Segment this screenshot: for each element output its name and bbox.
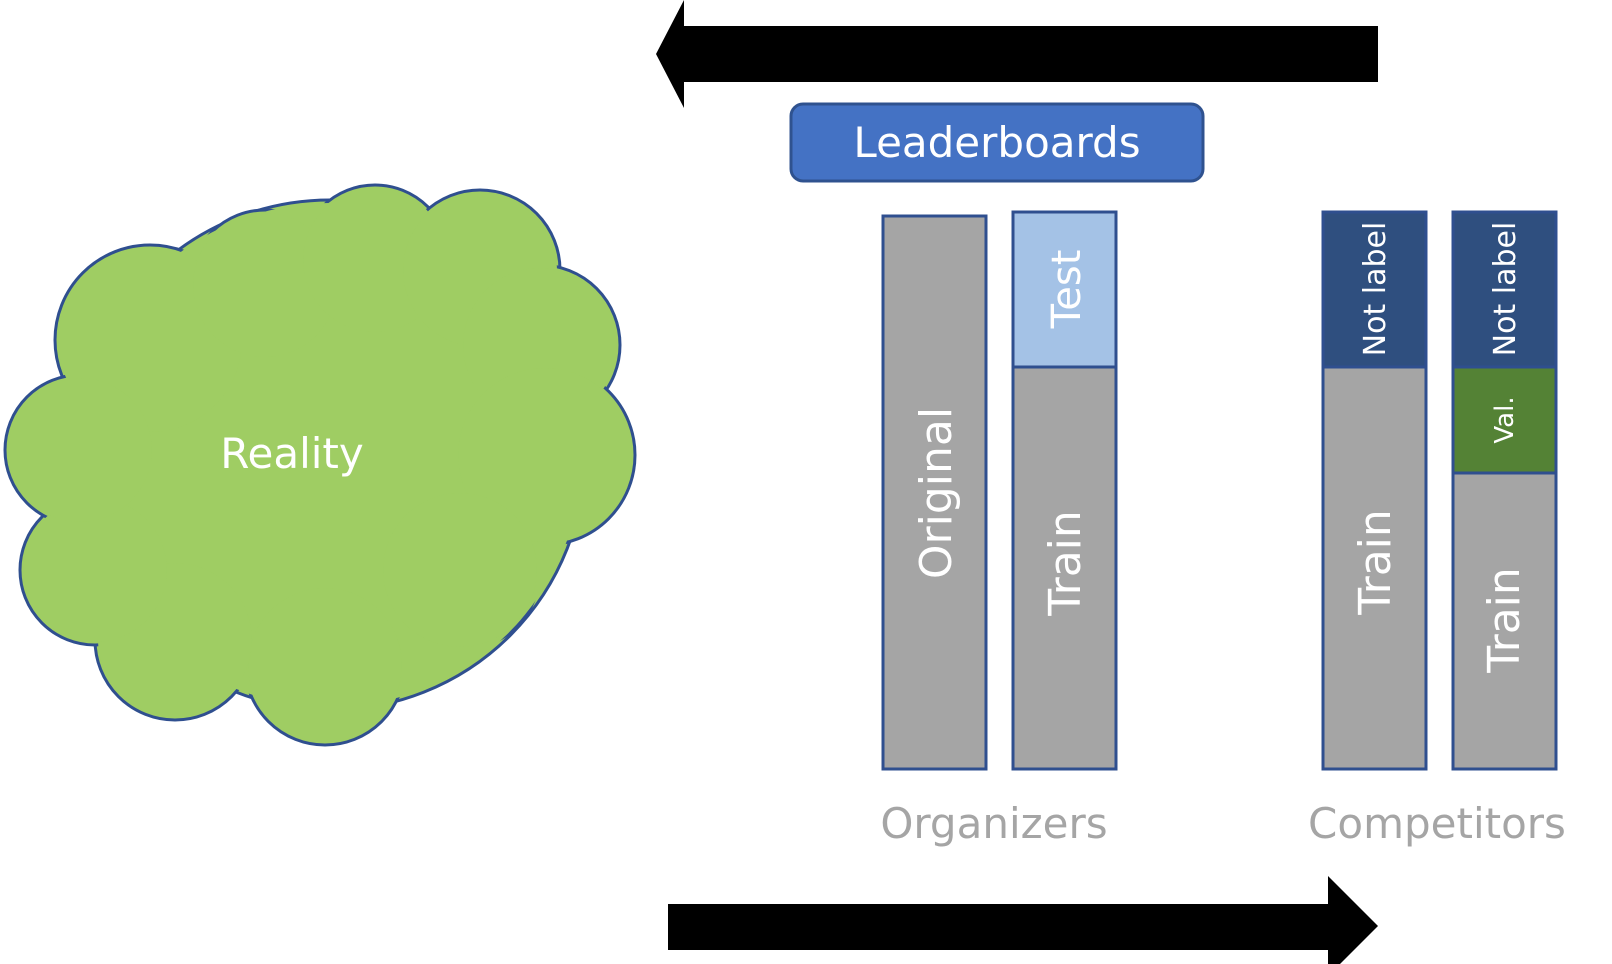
organizer-train-segment: [1011, 365, 1118, 771]
original-label: Original: [911, 407, 962, 579]
organizers-caption: Organizers: [880, 799, 1107, 848]
original-bar: Original: [881, 214, 988, 771]
leaderboards-box: Leaderboards: [789, 102, 1205, 183]
not-label-segment-2: [1451, 210, 1558, 369]
bottom-right-arrow: [668, 876, 1378, 964]
competitor-bar-1: Not label Train: [1321, 210, 1428, 771]
organizer-train-label: Train: [1040, 510, 1091, 617]
test-segment: [1011, 210, 1118, 369]
test-train-bar: Test Train: [1011, 210, 1118, 771]
not-label-text-1: Not label: [1358, 222, 1393, 357]
reality-cloud: Reality: [3, 183, 637, 747]
top-left-arrow: [656, 0, 1378, 108]
competitor-train-label-1: Train: [1350, 509, 1401, 616]
reality-label: Reality: [220, 429, 364, 478]
competitor-train-label-2: Train: [1479, 567, 1530, 674]
competitor-train-segment-2: [1451, 471, 1558, 771]
test-label: Test: [1044, 250, 1090, 330]
competitor-train-segment-1: [1321, 365, 1428, 771]
competitor-bar-2: Not label Val. Train: [1451, 210, 1558, 771]
not-label-text-2: Not label: [1488, 222, 1523, 357]
leaderboards-label: Leaderboards: [853, 118, 1140, 167]
validation-label: Val.: [1490, 396, 1520, 443]
competitors-caption: Competitors: [1308, 799, 1566, 848]
